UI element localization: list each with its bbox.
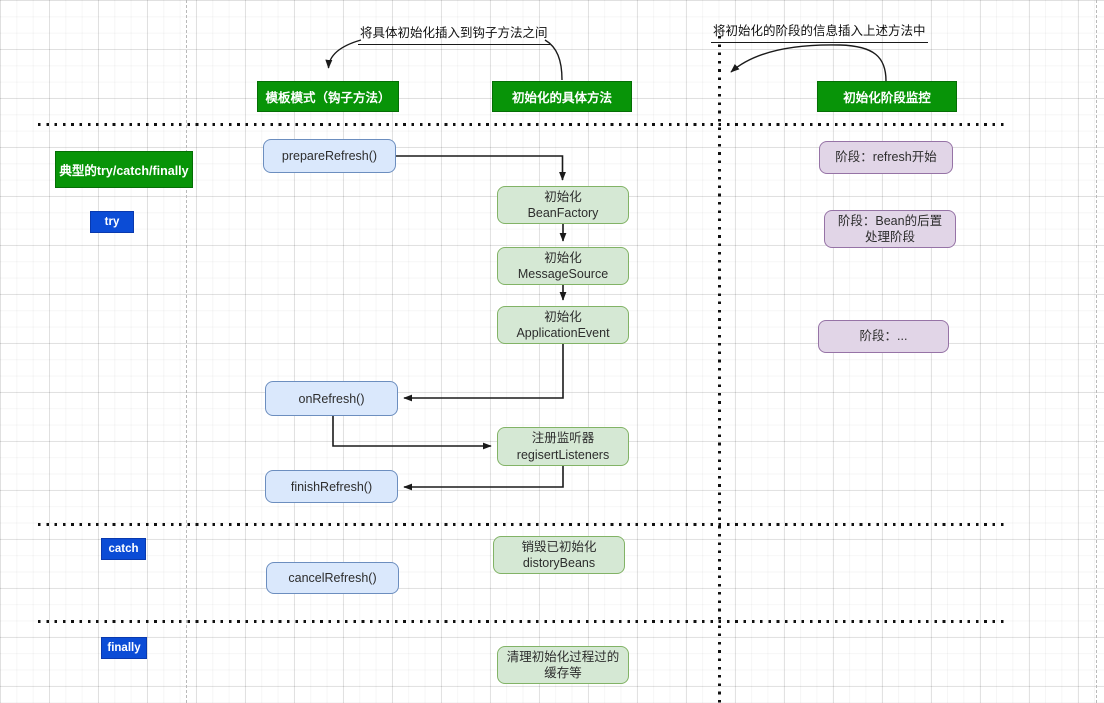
node-prepare-refresh: prepareRefresh() [263, 139, 396, 173]
node-destroy-beans-line2: distoryBeans [522, 556, 596, 570]
node-init-messagesource-line2: MessageSource [517, 267, 609, 281]
arrow-registerlisteners-to-finishrefresh [403, 466, 564, 491]
keyword-try-label: try [104, 216, 120, 228]
node-finish-refresh-label: finishRefresh() [290, 479, 373, 494]
header-template-mode: 模板模式（钩子方法） [257, 81, 399, 112]
annotation-hook-insert: 将具体初始化插入到钩子方法之间 [358, 22, 550, 45]
node-init-beanfactory: 初始化 BeanFactory [497, 186, 629, 224]
node-init-beanfactory-line2: BeanFactory [527, 206, 599, 220]
header-template-mode-label: 模板模式（钩子方法） [265, 91, 391, 105]
node-init-applicationevent-line1: 初始化 [544, 309, 582, 324]
node-cancel-refresh-label: cancelRefresh() [288, 571, 377, 585]
node-register-listeners: 注册监听器 regisertListeners [497, 427, 629, 466]
node-stage-refresh-start-label: 阶段：refresh开始 [835, 150, 937, 165]
arrow-monitor-header-to-divider [730, 44, 887, 82]
keyword-finally-label: finally [107, 642, 141, 654]
header-stage-monitor-label: 初始化阶段监控 [843, 91, 931, 105]
arrow-applicationevent-to-onrefresh [403, 344, 564, 402]
keyword-try: try [90, 211, 134, 233]
keyword-finally: finally [101, 637, 147, 659]
node-stage-more-label: 阶段：... [859, 329, 908, 344]
divider-catch-row [38, 523, 1007, 526]
node-stage-bean-post-line1: 阶段：Bean的后置 [837, 213, 943, 228]
keyword-catch: catch [101, 538, 146, 560]
node-stage-bean-post-line2: 处理阶段 [864, 230, 915, 244]
node-cancel-refresh: cancelRefresh() [266, 562, 399, 594]
node-destroy-beans-line1: 销毁已初始化 [521, 539, 597, 554]
arrow-onrefresh-to-registerlisteners [332, 416, 492, 450]
node-init-applicationevent: 初始化 ApplicationEvent [497, 306, 629, 344]
node-clean-cache-line2: 缓存等 [544, 666, 582, 680]
node-register-listeners-line1: 注册监听器 [531, 431, 595, 446]
divider-finally-row [38, 620, 1007, 623]
node-stage-bean-post: 阶段：Bean的后置 处理阶段 [824, 210, 956, 248]
arrow-prepare-to-beanfactory [396, 155, 566, 181]
header-concrete-methods: 初始化的具体方法 [492, 81, 632, 112]
node-register-listeners-line2: regisertListeners [516, 447, 610, 462]
node-stage-refresh-start: 阶段：refresh开始 [819, 141, 953, 174]
arrow-annotation-to-template-header [325, 39, 362, 69]
node-init-applicationevent-line2: ApplicationEvent [516, 326, 610, 340]
label-typical-try-catch-finally-text: 典型的try/catch/finally [59, 164, 189, 178]
node-clean-cache: 清理初始化过程过的 缓存等 [497, 646, 629, 684]
curve-annotation-to-concrete-header [544, 39, 563, 81]
annotation-stage-insert: 将初始化的阶段的信息插入上述方法中 [711, 20, 928, 43]
node-init-messagesource: 初始化 MessageSource [497, 247, 629, 285]
page-boundary-line-left [185, 0, 187, 703]
divider-monitor-column [717, 36, 721, 703]
node-on-refresh: onRefresh() [265, 381, 398, 416]
node-destroy-beans: 销毁已初始化 distoryBeans [493, 536, 625, 574]
page-boundary-line-right [1095, 0, 1097, 703]
divider-header-row [38, 123, 1007, 126]
node-finish-refresh: finishRefresh() [265, 470, 398, 503]
node-on-refresh-label: onRefresh() [298, 391, 365, 406]
label-typical-try-catch-finally: 典型的try/catch/finally [55, 151, 193, 188]
node-init-beanfactory-line1: 初始化 [544, 189, 582, 204]
header-stage-monitor: 初始化阶段监控 [817, 81, 957, 112]
node-prepare-refresh-label: prepareRefresh() [281, 149, 378, 163]
node-clean-cache-line1: 清理初始化过程过的 [506, 649, 620, 664]
node-init-messagesource-line1: 初始化 [544, 250, 582, 265]
node-stage-more: 阶段：... [818, 320, 949, 353]
header-concrete-methods-label: 初始化的具体方法 [511, 91, 612, 105]
keyword-catch-label: catch [108, 543, 139, 555]
